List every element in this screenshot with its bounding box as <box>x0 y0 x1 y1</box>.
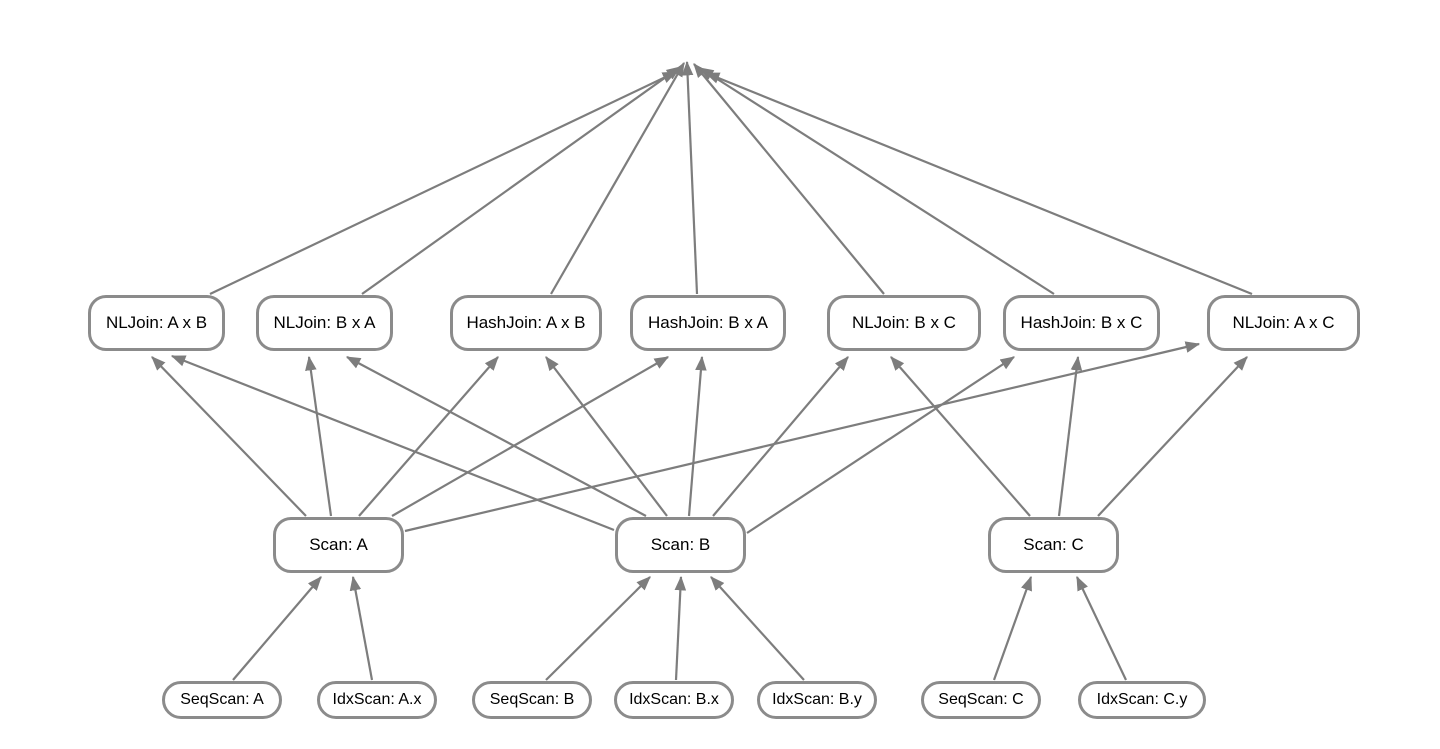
node-nljoin-axb: NLJoin: A x B <box>88 295 225 351</box>
node-nljoin-axc: NLJoin: A x C <box>1207 295 1360 351</box>
node-seqscan-c: SeqScan: C <box>921 681 1041 719</box>
edge-nljoin-axb-top <box>209 71 678 295</box>
edge-scan-b-hashjoin-axb <box>545 356 668 517</box>
edge-hashjoin-bxa-top <box>681 60 699 295</box>
edge-seqscan-b-scan-b <box>545 576 651 681</box>
edge-nljoin-bxa-top <box>361 66 681 295</box>
edge-scan-c-nljoin-axc <box>1097 356 1248 517</box>
edge-scan-a-nljoin-axb <box>151 356 307 517</box>
edge-scan-a-nljoin-bxa <box>305 355 333 517</box>
edge-scan-b-nljoin-bxa <box>345 356 647 517</box>
node-idxscan-bx: IdxScan: B.x <box>614 681 734 719</box>
edge-idxscan-cy-scan-c <box>1076 575 1127 681</box>
node-hashjoin-axb: HashJoin: A x B <box>450 295 602 351</box>
node-nljoin-bxc: NLJoin: B x C <box>827 295 981 351</box>
node-idxscan-by: IdxScan: B.y <box>757 681 877 719</box>
node-hashjoin-bxc: HashJoin: B x C <box>1003 295 1160 351</box>
node-scan-b: Scan: B <box>615 517 746 573</box>
edge-idxscan-ax-scan-a <box>349 575 374 681</box>
node-seqscan-a: SeqScan: A <box>162 681 282 719</box>
edge-nljoin-bxc-top <box>693 63 885 295</box>
node-idxscan-cy: IdxScan: C.y <box>1078 681 1206 719</box>
edge-hashjoin-axb-top <box>550 61 685 295</box>
edge-nljoin-axc-top <box>704 71 1253 296</box>
edge-scan-a-nljoin-axc <box>404 341 1201 533</box>
edge-scan-a-hashjoin-axb <box>358 356 499 517</box>
node-hashjoin-bxa: HashJoin: B x A <box>630 295 786 351</box>
edge-idxscan-bx-scan-b <box>674 575 687 681</box>
edge-scan-b-nljoin-axb <box>170 354 615 532</box>
edge-scan-c-nljoin-bxc <box>890 356 1031 517</box>
edge-scan-b-hashjoin-bxa <box>687 355 707 517</box>
edge-seqscan-a-scan-a <box>232 576 322 681</box>
edge-hashjoin-bxc-top <box>699 67 1055 295</box>
node-seqscan-b: SeqScan: B <box>472 681 592 719</box>
edge-scan-a-hashjoin-bxa <box>391 356 670 517</box>
edge-seqscan-c-scan-c <box>992 575 1033 681</box>
node-idxscan-ax: IdxScan: A.x <box>317 681 437 719</box>
node-scan-c: Scan: C <box>988 517 1119 573</box>
edge-scan-b-hashjoin-bxc <box>746 356 1015 534</box>
node-nljoin-bxa: NLJoin: B x A <box>256 295 393 351</box>
edge-idxscan-by-scan-b <box>710 576 805 681</box>
edge-scan-b-nljoin-bxc <box>712 356 849 517</box>
node-scan-a: Scan: A <box>273 517 404 573</box>
edge-scan-c-hashjoin-bxc <box>1057 355 1083 517</box>
